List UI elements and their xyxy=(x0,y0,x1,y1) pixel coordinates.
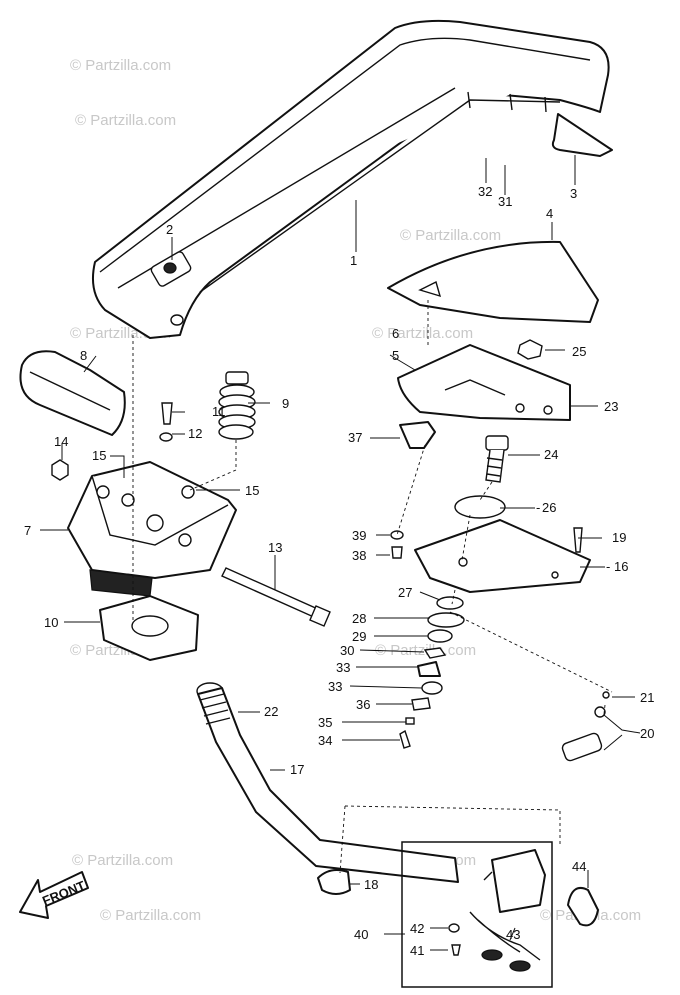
callout-25: 25 xyxy=(572,344,586,359)
callout-34: 34 xyxy=(318,733,332,748)
long-bolt-part-13 xyxy=(221,567,321,619)
callout-40: 40 xyxy=(354,927,368,942)
callout-32: 32 xyxy=(478,184,492,199)
callout-43: 43 xyxy=(506,927,520,942)
watermark-6: © Partzilla.com xyxy=(372,325,473,342)
switch-assembly-part-43 xyxy=(469,849,546,972)
washer-part-12 xyxy=(159,432,173,442)
callout-23: 23 xyxy=(604,399,618,414)
washer-part-42 xyxy=(448,923,460,933)
callout-27: 27 xyxy=(398,585,412,600)
base-plate-part-10 xyxy=(99,595,199,661)
callout-29: 29 xyxy=(352,629,366,644)
washer-part-26 xyxy=(454,495,506,519)
pad-part-8 xyxy=(19,350,126,436)
nut-part-25 xyxy=(517,339,543,360)
callout-28: 28 xyxy=(352,611,366,626)
callout-35: 35 xyxy=(318,715,332,730)
callout-4: 4 xyxy=(546,206,553,221)
callout-13: 13 xyxy=(268,540,282,555)
clamp-part-18 xyxy=(317,869,351,895)
callout-36: 36 xyxy=(356,697,370,712)
callout-42: 42 xyxy=(410,921,424,936)
callout-5: 5 xyxy=(392,348,399,363)
small-bracket-part-37 xyxy=(399,421,436,449)
callout-8: 8 xyxy=(80,348,87,363)
callout-15-a: 15 xyxy=(92,448,106,463)
nut-part-14 xyxy=(51,459,69,481)
callout-9: 9 xyxy=(282,396,289,411)
callout-12: 12 xyxy=(188,426,202,441)
callout-labels: 1 2 3 4 5 6 7 8 9 10 11 12 13 14 15 15 -… xyxy=(24,184,654,958)
callout-41: 41 xyxy=(410,943,424,958)
callout-10: 10 xyxy=(44,615,58,630)
screw-part-41 xyxy=(451,944,461,956)
callout-22: 22 xyxy=(264,704,278,719)
callout-33-a: 33 xyxy=(336,660,350,675)
callout-33-b: 33 xyxy=(328,679,342,694)
front-arrow: FRONT xyxy=(19,871,89,919)
callout-30: 30 xyxy=(340,643,354,658)
callout-44: 44 xyxy=(572,859,586,874)
screw-part-19 xyxy=(573,527,583,553)
assembly-lines xyxy=(132,300,613,874)
callout-16-prefix: - xyxy=(606,559,610,574)
cover-part xyxy=(387,240,599,323)
watermark-9: © Partzilla.com xyxy=(72,852,173,869)
watermark-1: © Partzilla.com xyxy=(70,57,171,74)
handlebar-tube-part xyxy=(196,682,459,883)
callout-26-prefix: - xyxy=(536,500,540,515)
callout-16: 16 xyxy=(614,559,628,574)
watermark-3: © Partzilla.com xyxy=(75,112,176,129)
joint-parts-20-21 xyxy=(561,691,610,762)
callout-21: 21 xyxy=(640,690,654,705)
callout-38: 38 xyxy=(352,548,366,563)
pivot-stack-parts xyxy=(399,596,465,749)
callout-11: 11 xyxy=(212,404,226,419)
callout-18: 18 xyxy=(364,877,378,892)
switch-inset-box xyxy=(401,841,553,988)
callout-7: 7 xyxy=(24,523,31,538)
callout-37: 37 xyxy=(348,430,362,445)
bolt-part-11 xyxy=(161,402,173,425)
housing-part-7 xyxy=(67,461,237,597)
pole-cover-part xyxy=(92,19,610,339)
steering-plate-part-16 xyxy=(414,519,591,593)
clamp-band-part-44 xyxy=(567,886,599,927)
callout-1: 1 xyxy=(350,253,357,268)
watermark-11: © Partzilla.com xyxy=(100,907,201,924)
callout-24: 24 xyxy=(544,447,558,462)
callout-3: 3 xyxy=(570,186,577,201)
callout-19: 19 xyxy=(612,530,626,545)
callout-20: 20 xyxy=(640,726,654,741)
callout-31: 31 xyxy=(498,194,512,209)
leader-lines xyxy=(40,155,641,951)
clip-part xyxy=(551,113,613,157)
stud-part-24 xyxy=(485,435,509,483)
callout-39: 39 xyxy=(352,528,366,543)
watermark-4: © Partzilla.com xyxy=(400,227,501,244)
bracket-plate-part xyxy=(397,344,571,421)
bolt-part-38 xyxy=(391,546,403,559)
washer-part-39 xyxy=(390,530,404,540)
callout-15-b: 15 xyxy=(245,483,259,498)
callout-2: 2 xyxy=(166,222,173,237)
bellows-part-9 xyxy=(218,371,256,440)
callout-14: 14 xyxy=(54,434,68,449)
callout-6: 6 xyxy=(392,326,399,341)
callout-26: 26 xyxy=(542,500,556,515)
callout-17: 17 xyxy=(290,762,304,777)
